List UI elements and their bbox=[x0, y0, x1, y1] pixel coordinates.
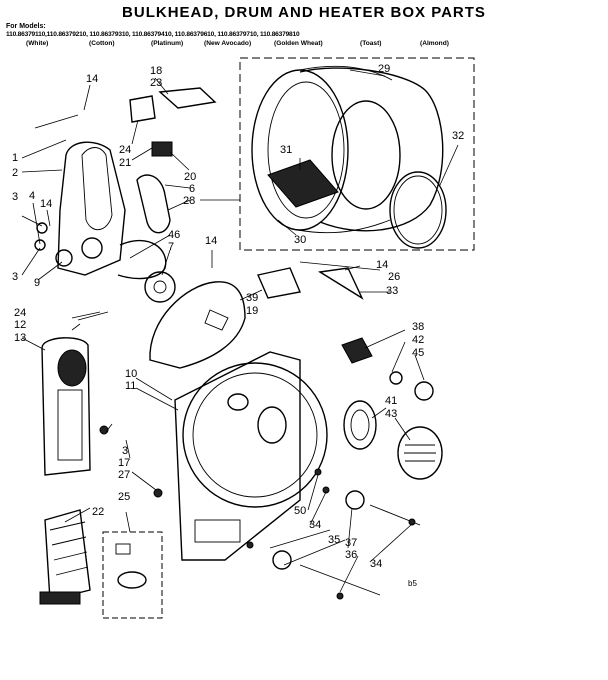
thermostat bbox=[151, 141, 173, 157]
callout-3: 3 bbox=[12, 271, 18, 283]
drum-roller bbox=[345, 490, 365, 510]
callout-27: 27 bbox=[118, 469, 130, 481]
idler-wheel bbox=[144, 271, 176, 303]
front-bulkhead bbox=[174, 351, 328, 561]
callout-14: 14 bbox=[40, 198, 52, 210]
callout-45: 45 bbox=[412, 347, 424, 359]
callout-1: 1 bbox=[12, 152, 18, 164]
corner-mark: b5 bbox=[408, 579, 417, 588]
drum-baffle bbox=[267, 159, 339, 208]
callout-34: 34 bbox=[309, 519, 321, 531]
callout-labels: 14 1 2 3 4 14 3 9 18 23 24 21 20 6 28 46… bbox=[12, 63, 464, 588]
bracket-small bbox=[129, 95, 156, 123]
color-platinum: (Platinum) bbox=[151, 40, 184, 47]
callout-18: 18 bbox=[150, 65, 162, 77]
callout-4: 4 bbox=[29, 190, 35, 202]
callout-28: 28 bbox=[183, 195, 195, 207]
callout-36: 36 bbox=[345, 549, 357, 561]
diagram-title: BULKHEAD, DRUM AND HEATER BOX PARTS bbox=[122, 4, 486, 21]
callout-17: 17 bbox=[118, 457, 130, 469]
callout-31: 31 bbox=[280, 144, 292, 156]
callout-7: 7 bbox=[168, 241, 174, 253]
callout-24: 24 bbox=[14, 307, 26, 319]
callout-35: 35 bbox=[328, 534, 340, 546]
roller-shaft bbox=[299, 564, 381, 596]
callout-26: 26 bbox=[388, 271, 400, 283]
color-new-avocado: (New Avocado) bbox=[204, 40, 252, 47]
callout-34: 34 bbox=[370, 558, 382, 570]
callout-14: 14 bbox=[205, 235, 217, 247]
callout-42: 42 bbox=[412, 334, 424, 346]
callout-21: 21 bbox=[119, 157, 131, 169]
lamp-socket bbox=[341, 337, 373, 364]
callout-37: 37 bbox=[345, 537, 357, 549]
drum-seal-ring bbox=[389, 171, 447, 249]
color-toast: (Toast) bbox=[360, 40, 382, 47]
callout-19: 19 bbox=[246, 305, 258, 317]
bulkhead-cover bbox=[149, 281, 246, 369]
exhaust-grille bbox=[397, 426, 443, 480]
leader-lines bbox=[21, 69, 459, 593]
callout-3: 3 bbox=[122, 445, 128, 457]
callout-12: 12 bbox=[14, 319, 26, 331]
callout-11: 11 bbox=[125, 380, 136, 392]
callout-29: 29 bbox=[378, 63, 390, 75]
callout-25: 25 bbox=[118, 491, 130, 503]
support-strap bbox=[117, 239, 167, 280]
heater-element bbox=[39, 509, 91, 605]
roller-large bbox=[272, 550, 292, 570]
duct-seal bbox=[136, 174, 171, 234]
front-duct bbox=[57, 141, 126, 276]
callout-22: 22 bbox=[92, 506, 104, 518]
light-lens bbox=[343, 400, 377, 450]
callout-20: 20 bbox=[184, 171, 196, 183]
color-golden-wheat: (Golden Wheat) bbox=[274, 40, 323, 47]
thermal-fuse-box bbox=[102, 531, 163, 619]
model-numbers: 110.86379110,110.86379210, 110.86379310,… bbox=[6, 31, 300, 38]
support-bracket bbox=[257, 267, 301, 299]
color-almond: (Almond) bbox=[420, 40, 449, 47]
callout-38: 38 bbox=[412, 321, 424, 333]
bracket-top bbox=[158, 87, 217, 109]
callout-43: 43 bbox=[385, 408, 397, 420]
callout-46: 46 bbox=[168, 229, 180, 241]
drum bbox=[251, 65, 444, 234]
callout-32: 32 bbox=[452, 130, 464, 142]
callout-41: 41 bbox=[385, 395, 397, 407]
color-white: (White) bbox=[26, 40, 49, 47]
callout-23: 23 bbox=[150, 77, 162, 89]
color-cotton: (Cotton) bbox=[89, 40, 115, 47]
callout-14: 14 bbox=[86, 73, 98, 85]
callout-2: 2 bbox=[12, 167, 18, 179]
callout-3: 3 bbox=[12, 191, 18, 203]
callout-9: 9 bbox=[34, 277, 40, 289]
callout-30: 30 bbox=[294, 234, 306, 246]
lamp-bulb bbox=[389, 371, 403, 385]
drum-group-box bbox=[239, 57, 475, 251]
models-label: For Models: bbox=[6, 23, 46, 30]
callout-14: 14 bbox=[376, 259, 388, 271]
callout-39: 39 bbox=[246, 292, 258, 304]
callout-24: 24 bbox=[119, 144, 131, 156]
triangle-bracket bbox=[317, 267, 364, 300]
lamp-ring bbox=[414, 381, 434, 401]
callout-10: 10 bbox=[125, 368, 137, 380]
callout-6: 6 bbox=[189, 183, 195, 195]
callout-33: 33 bbox=[386, 285, 398, 297]
callout-13: 13 bbox=[14, 332, 26, 344]
callout-50: 50 bbox=[294, 505, 306, 517]
heater-box bbox=[41, 337, 91, 476]
